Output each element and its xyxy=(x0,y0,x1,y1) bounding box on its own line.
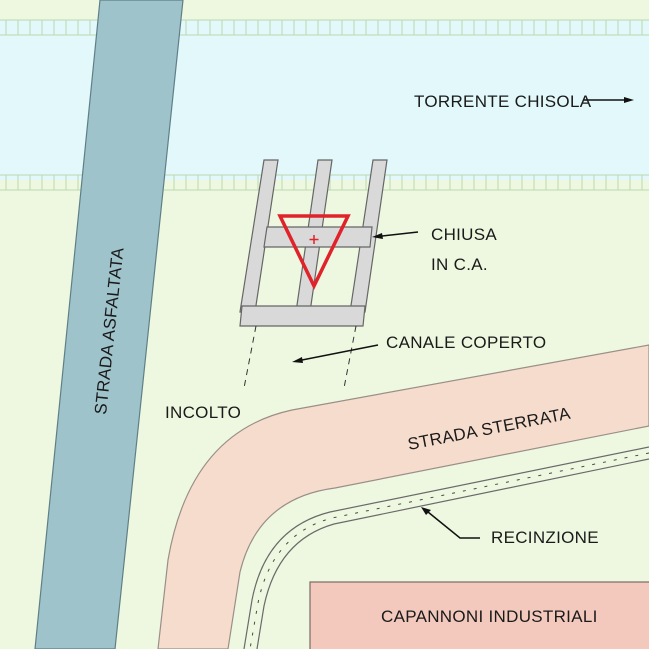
industrial-label: CAPANNONI INDUSTRIALI xyxy=(381,607,598,626)
fence-leader-arrow xyxy=(421,507,480,539)
lock-material-label: IN C.A. xyxy=(431,255,488,274)
lock-label: CHIUSA xyxy=(431,225,497,244)
warning-triangle-icon xyxy=(277,214,351,291)
fence xyxy=(243,446,649,649)
river-label: TORRENTE CHISOLA xyxy=(414,92,592,111)
fence-label: RECINZIONE xyxy=(491,528,599,547)
industrial-buildings xyxy=(309,581,649,649)
paved-road xyxy=(34,0,184,649)
uncultivated-label: INCOLTO xyxy=(165,403,241,422)
arrow-right-icon xyxy=(583,97,634,103)
lock-leader-arrow xyxy=(372,231,419,239)
covered-channel-label: CANALE COPERTO xyxy=(386,333,546,352)
dirt-road xyxy=(157,344,649,649)
channel-leader-arrow xyxy=(292,344,379,363)
